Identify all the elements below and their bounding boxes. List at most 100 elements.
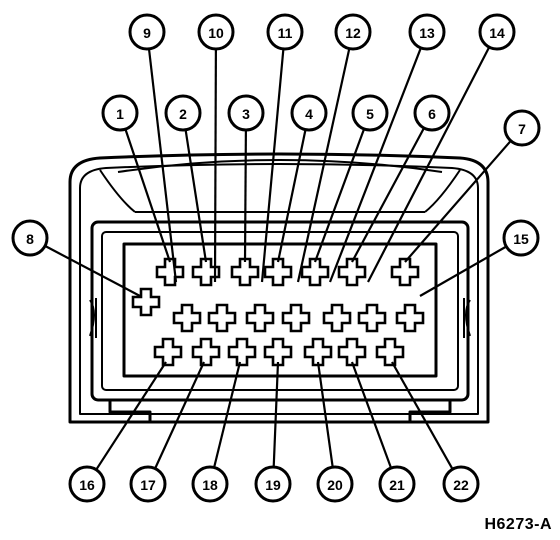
pin-cavity-3 bbox=[230, 257, 260, 287]
callout-circle bbox=[164, 94, 202, 132]
callout-circle bbox=[191, 465, 229, 503]
callout-circle bbox=[266, 13, 304, 51]
leader-line-2 bbox=[184, 129, 208, 263]
pin-number-label: 21 bbox=[389, 477, 405, 493]
leader-line-3 bbox=[243, 129, 247, 263]
leader-line-17 bbox=[154, 361, 205, 469]
callout-circle bbox=[101, 94, 139, 132]
pin-callout-10: 10 bbox=[197, 13, 235, 51]
pin-cavity-16 bbox=[153, 337, 183, 367]
pin-cavity-6 bbox=[337, 257, 367, 287]
pin-callout-12: 12 bbox=[334, 13, 372, 51]
pin-callout-9: 9 bbox=[128, 13, 166, 51]
leader-line-15 bbox=[419, 245, 507, 297]
leader-line-7 bbox=[404, 140, 512, 263]
pin-cavity-11 bbox=[245, 303, 275, 333]
pin-number-label: 3 bbox=[242, 106, 250, 122]
callout-circle bbox=[378, 465, 416, 503]
pin-cavity-10 bbox=[207, 303, 237, 333]
pin-callout-18: 18 bbox=[191, 465, 229, 503]
callout-circle bbox=[478, 13, 516, 51]
pin-number-label: 20 bbox=[327, 477, 343, 493]
callout-circle bbox=[128, 13, 166, 51]
pin-number-label: 4 bbox=[305, 106, 313, 122]
pin-callout-3: 3 bbox=[227, 94, 265, 132]
leader-line-13 bbox=[328, 47, 422, 283]
pin-number-label: 8 bbox=[26, 231, 34, 247]
pin-cavity-13 bbox=[322, 303, 352, 333]
callout-circle bbox=[68, 465, 106, 503]
pin-number-label: 22 bbox=[453, 477, 469, 493]
leader-line-22 bbox=[391, 361, 454, 470]
pin-callout-13: 13 bbox=[408, 13, 446, 51]
leader-line-5 bbox=[313, 128, 366, 263]
leader-line-9 bbox=[147, 48, 178, 283]
pin-callout-15: 15 bbox=[502, 219, 540, 257]
pin-callout-17: 17 bbox=[129, 465, 167, 503]
leader-line-18 bbox=[213, 361, 242, 468]
pin-number-label: 17 bbox=[140, 477, 156, 493]
callout-circle bbox=[254, 465, 292, 503]
pin-number-label: 12 bbox=[345, 25, 361, 41]
pin-callout-11: 11 bbox=[266, 13, 304, 51]
leader-line-19 bbox=[272, 361, 280, 468]
pin-callout-7: 7 bbox=[503, 109, 541, 147]
callout-circle bbox=[503, 109, 541, 147]
leader-lines bbox=[44, 46, 512, 471]
pin-callout-22: 22 bbox=[442, 465, 480, 503]
pin-cavity-17 bbox=[191, 337, 221, 367]
pin-cavity-21 bbox=[337, 337, 367, 367]
pin-number-label: 1 bbox=[116, 106, 124, 122]
callout-circle bbox=[334, 13, 372, 51]
callout-circle bbox=[197, 13, 235, 51]
pin-cavity-15 bbox=[395, 303, 425, 333]
callout-circle bbox=[413, 94, 451, 132]
pin-number-label: 13 bbox=[419, 25, 435, 41]
pin-number-label: 2 bbox=[179, 106, 187, 122]
callout-circle bbox=[502, 219, 540, 257]
pin-cavity-4 bbox=[263, 257, 293, 287]
leader-line-8 bbox=[44, 244, 141, 297]
callout-circle bbox=[129, 465, 167, 503]
pin-callout-4: 4 bbox=[290, 94, 328, 132]
pin-number-label: 11 bbox=[278, 25, 293, 41]
pin-number-label: 14 bbox=[489, 25, 505, 41]
pin-number-label: 6 bbox=[428, 106, 436, 122]
leader-line-14 bbox=[367, 46, 491, 283]
pin-number-label: 15 bbox=[513, 231, 529, 247]
pin-callout-5: 5 bbox=[351, 94, 389, 132]
callout-circle bbox=[351, 94, 389, 132]
callout-circle bbox=[408, 13, 446, 51]
pin-cavity-1 bbox=[155, 257, 185, 287]
leader-line-10 bbox=[213, 48, 217, 283]
pin-cavity-9 bbox=[172, 303, 202, 333]
callout-circle bbox=[11, 219, 49, 257]
pin-cavity-8 bbox=[131, 287, 161, 317]
pin-callout-14: 14 bbox=[478, 13, 516, 51]
callout-circle bbox=[442, 465, 480, 503]
pin-number-label: 10 bbox=[208, 25, 224, 41]
pin-callout-20: 20 bbox=[316, 465, 354, 503]
leader-line-20 bbox=[316, 361, 334, 468]
pin-cavity-18 bbox=[227, 337, 257, 367]
pin-callout-2: 2 bbox=[164, 94, 202, 132]
pin-number-label: 9 bbox=[143, 25, 151, 41]
pin-number-label: 5 bbox=[366, 106, 374, 122]
pin-callout-8: 8 bbox=[11, 219, 49, 257]
pin-cavity-19 bbox=[263, 337, 293, 367]
pin-number-label: 7 bbox=[518, 121, 526, 137]
pin-number-label: 19 bbox=[265, 477, 281, 493]
leader-line-21 bbox=[350, 361, 393, 469]
leader-line-6 bbox=[351, 127, 425, 263]
leader-line-4 bbox=[276, 129, 307, 263]
pin-cavity-5 bbox=[300, 257, 330, 287]
pin-callout-16: 16 bbox=[68, 465, 106, 503]
leader-line-16 bbox=[95, 361, 167, 471]
figure-reference-code: H6273-A bbox=[484, 516, 552, 533]
pin-callout-1: 1 bbox=[101, 94, 139, 132]
pin-cavity-2 bbox=[191, 257, 221, 287]
leader-line-12 bbox=[296, 48, 351, 283]
pin-callout-6: 6 bbox=[413, 94, 451, 132]
